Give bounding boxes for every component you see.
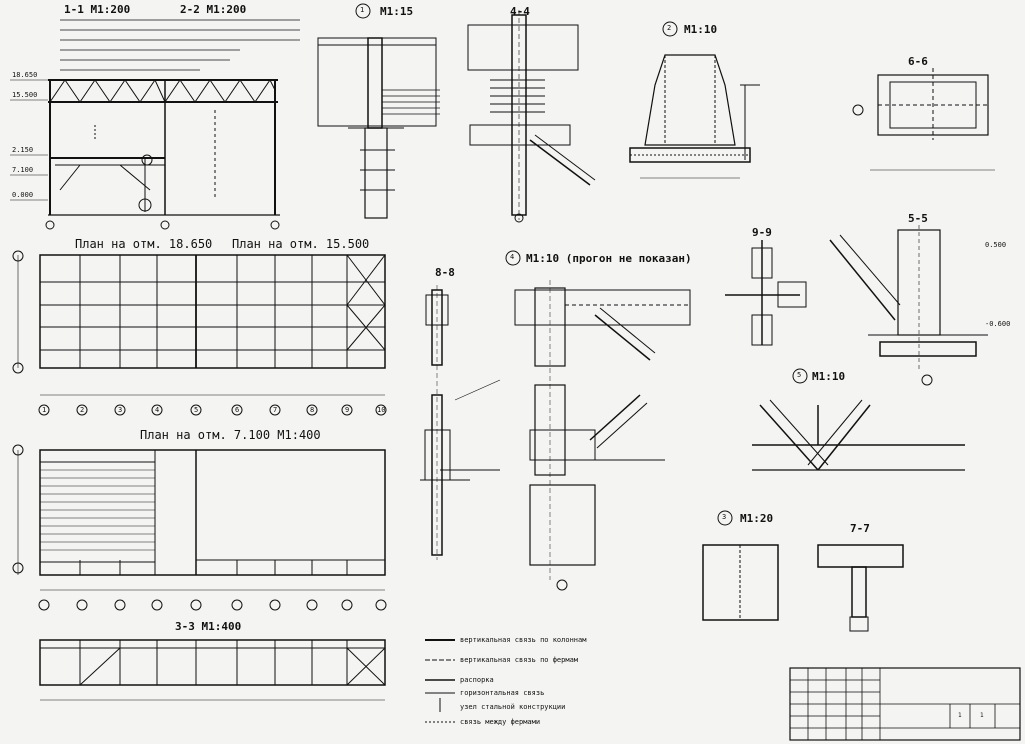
- section-44: [467, 10, 596, 223]
- legend-item: распорка: [460, 676, 494, 684]
- detail-number-3: 3: [722, 513, 727, 521]
- detail-2: [629, 54, 760, 179]
- stamp-sheet-count: 1: [980, 712, 984, 719]
- detail-label-2: M1:10: [684, 23, 718, 36]
- axis-bubbles: [12, 3, 808, 611]
- section-88: [420, 285, 501, 560]
- section-label-11: 1-1 M1:200: [64, 3, 131, 16]
- legend-item: вертикальная связь по фермам: [460, 656, 579, 664]
- elevation-mark: -0.600: [985, 320, 1011, 328]
- section-66: [852, 68, 995, 171]
- axis-number: 10: [377, 406, 386, 414]
- section-55: [829, 225, 988, 386]
- section-label-22: 2-2 M1:200: [180, 3, 247, 16]
- detail-label-3: M1:20: [740, 512, 774, 525]
- legend-item: связь между фермами: [460, 718, 541, 726]
- section-77: [817, 544, 904, 632]
- axis-number: 8: [310, 406, 315, 414]
- elevation-mark: 0.000: [12, 191, 34, 199]
- title-block: [789, 667, 1021, 741]
- detail-label-1: M1:15: [380, 5, 414, 18]
- detail-4: [514, 280, 691, 591]
- axis-number: 7: [273, 406, 278, 414]
- plan-18650: [17, 254, 386, 396]
- detail-number-1: 1: [360, 6, 365, 14]
- legend-item: горизонтальная связь: [460, 689, 545, 697]
- plan-title-15500: План на отм. 15.500: [232, 237, 370, 251]
- detail-label-4: M1:10 (прогон не показан): [526, 252, 692, 265]
- legend-item: узел стальной конструкции: [460, 703, 566, 711]
- detail-number-2: 2: [667, 24, 672, 32]
- plan-title-7100: План на отм. 7.100 M1:400: [140, 428, 321, 442]
- elevation-mark: 18.650: [12, 71, 38, 79]
- section-label-77: 7-7: [850, 522, 870, 535]
- section-33: [39, 639, 386, 701]
- section-label-55: 5-5: [908, 212, 928, 225]
- section-frame-11-22: [10, 78, 280, 230]
- detail-1: [317, 37, 440, 219]
- section-label-99: 9-9: [752, 226, 772, 239]
- axis-number: 9: [345, 406, 350, 414]
- notes-block: [60, 19, 300, 71]
- plan-7100: [17, 449, 386, 591]
- axis-number: 3: [118, 406, 123, 414]
- section-label-44: 4-4: [510, 5, 530, 18]
- legend-item: вертикальная связь по колоннам: [460, 636, 587, 644]
- elevation-mark: 7.100: [12, 166, 34, 174]
- section-label-66: 6-6: [908, 55, 928, 68]
- plan-title-18650: План на отм. 18.650: [75, 237, 213, 251]
- section-label-88: 8-8: [435, 266, 455, 279]
- detail-number-5: 5: [797, 371, 802, 379]
- section-label-33: 3-3 M1:400: [175, 620, 242, 633]
- detail-label-5: M1:10: [812, 370, 846, 383]
- axis-number: 4: [155, 406, 160, 414]
- detail-number-4: 4: [510, 253, 515, 261]
- detail-5: [752, 399, 965, 471]
- elevation-mark: 15.500: [12, 91, 38, 99]
- stamp-sheet-number: 1: [958, 712, 962, 719]
- axis-number: 6: [235, 406, 240, 414]
- axis-number: 1: [42, 406, 47, 414]
- axis-number: 2: [80, 406, 85, 414]
- detail-3: [702, 544, 779, 621]
- legend-symbols: [425, 639, 455, 723]
- axis-number: 5: [194, 406, 199, 414]
- elevation-mark: 2.150: [12, 146, 34, 154]
- elevation-mark: 0.500: [985, 241, 1007, 249]
- section-99: [725, 240, 807, 346]
